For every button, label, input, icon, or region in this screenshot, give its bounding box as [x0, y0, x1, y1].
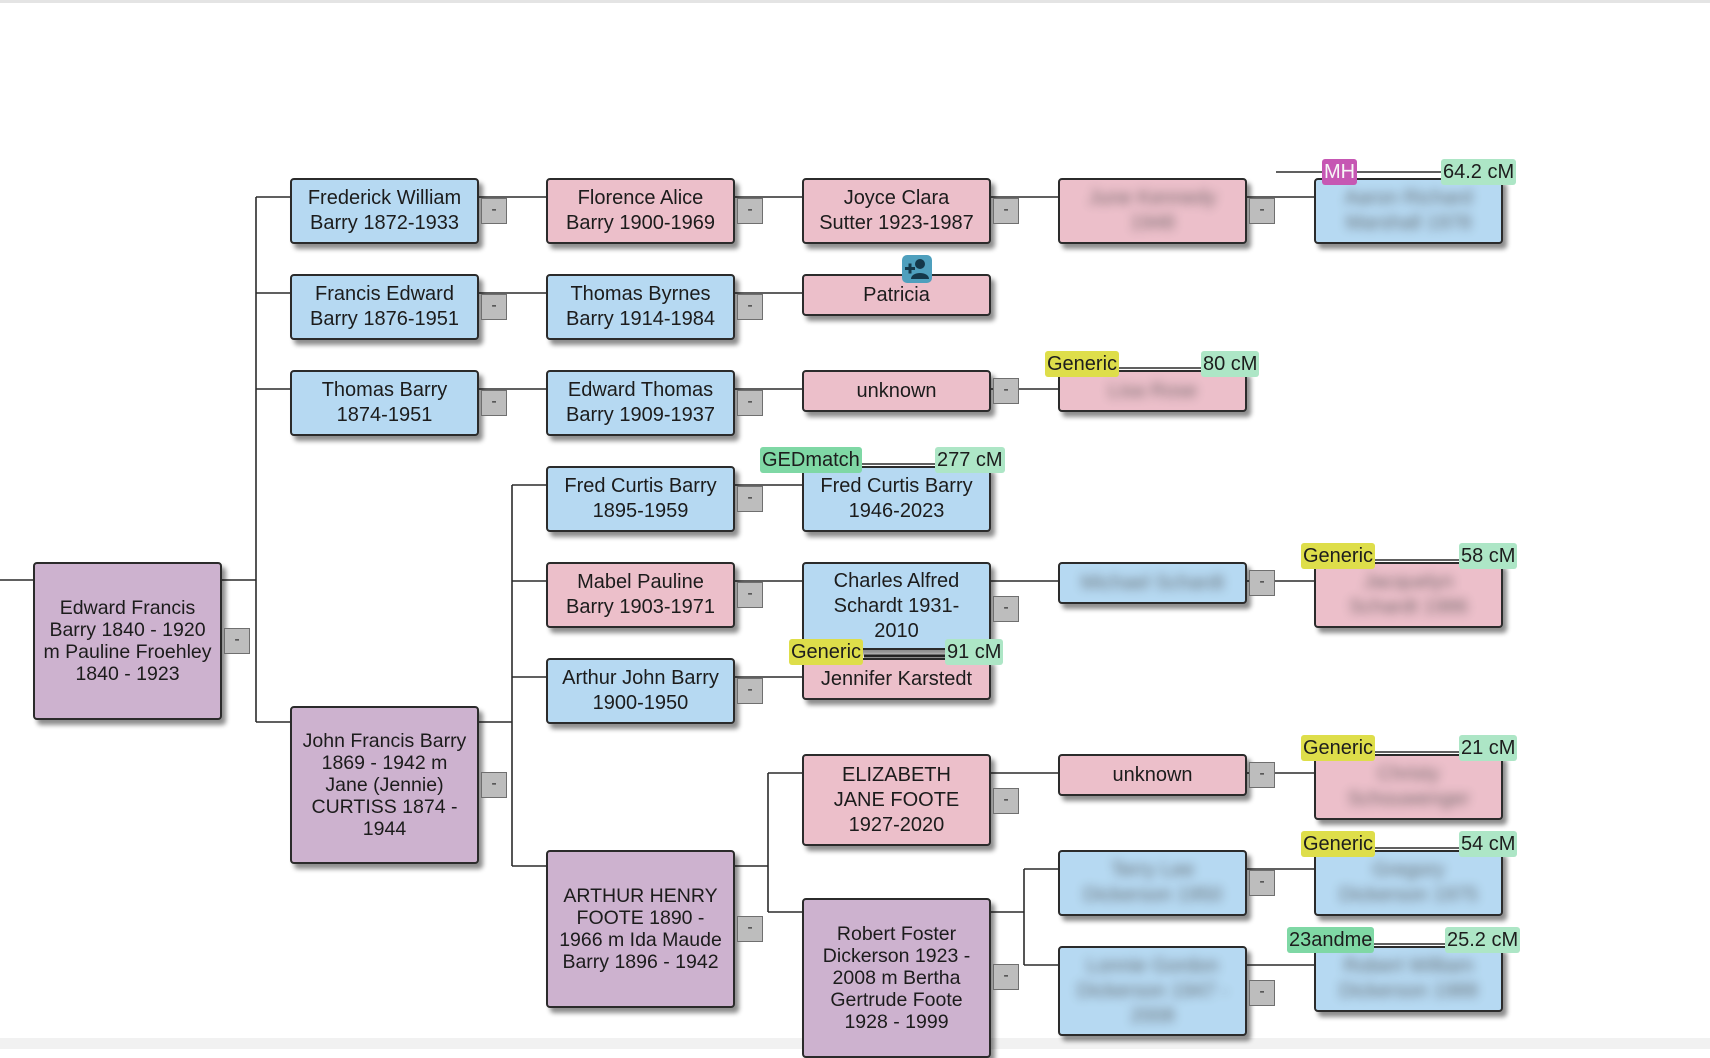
person-redacted-10[interactable]: Robert William Dickerson 1988: [1314, 946, 1503, 1012]
collapse-button-redacted-4[interactable]: -: [1249, 570, 1275, 596]
person-mabel-pauline-barry[interactable]: Mabel Pauline Barry 1903-1971: [546, 562, 735, 628]
collapse-button-florence[interactable]: -: [737, 198, 763, 224]
person-redacted-7[interactable]: Terry Lee Dickerson 1950: [1058, 850, 1247, 916]
person-robert-foster-dickerson[interactable]: Robert Foster Dickerson 1923 - 2008 m Be…: [802, 898, 991, 1058]
generic-source-badge: Generic: [1301, 543, 1376, 569]
person-fred-curtis-barry-1946[interactable]: Fred Curtis Barry 1946-2023: [802, 466, 991, 532]
cm-badge: 21 cM: [1459, 735, 1518, 761]
collapse-button-unknown-1[interactable]: -: [993, 378, 1019, 404]
cm-badge: 25.2 cM: [1445, 927, 1521, 953]
collapse-button-elizabeth[interactable]: -: [993, 788, 1019, 814]
collapse-button-thomas-byrnes[interactable]: -: [737, 294, 763, 320]
collapse-button-arthur-john[interactable]: -: [737, 678, 763, 704]
person-redacted-8[interactable]: Gregory Dickerson 1975: [1314, 850, 1503, 916]
generic-source-badge: Generic: [1045, 351, 1120, 377]
person-redacted-5[interactable]: Jacquelyn Schardt 1986: [1314, 562, 1503, 628]
person-thomas-barry[interactable]: Thomas Barry 1874-1951: [290, 370, 479, 436]
23andme-source-badge: 23andme: [1287, 927, 1375, 953]
cm-badge: 54 cM: [1459, 831, 1518, 857]
collapse-button-john-francis[interactable]: -: [481, 772, 507, 798]
collapse-button-fred-curtis-1895[interactable]: -: [737, 486, 763, 512]
cm-badge: 91 cM: [945, 639, 1004, 665]
collapse-button-edward-thomas[interactable]: -: [737, 390, 763, 416]
person-charles-alfred-schardt[interactable]: Charles Alfred Schardt 1931- 2010: [802, 562, 991, 650]
person-florence-alice-barry[interactable]: Florence Alice Barry 1900-1969: [546, 178, 735, 244]
cm-badge: 277 cM: [935, 447, 1005, 473]
collapse-button-robert-foster[interactable]: -: [993, 964, 1019, 990]
collapse-button-joyce[interactable]: -: [993, 198, 1019, 224]
person-unknown-2[interactable]: unknown: [1058, 754, 1247, 796]
collapse-button-frederick[interactable]: -: [481, 198, 507, 224]
person-redacted-2[interactable]: Aaron Richard Marshall 1978: [1314, 178, 1503, 244]
person-jennifer-karstedt[interactable]: Jennifer Karstedt: [802, 658, 991, 700]
person-patricia[interactable]: Patricia: [802, 274, 991, 316]
gedmatch-source-badge: GEDmatch: [760, 447, 862, 473]
generic-source-badge: Generic: [1301, 831, 1376, 857]
collapse-button-root[interactable]: -: [224, 628, 250, 654]
generic-source-badge: Generic: [789, 639, 864, 665]
top-divider: [0, 0, 1710, 3]
collapse-button-arthur-henry[interactable]: -: [737, 916, 763, 942]
person-joyce-clara-sutter[interactable]: Joyce Clara Sutter 1923-1987: [802, 178, 991, 244]
person-john-francis-barry[interactable]: John Francis Barry 1869 - 1942 m Jane (J…: [290, 706, 479, 864]
collapse-button-unknown-2[interactable]: -: [1249, 762, 1275, 788]
cm-badge: 80 cM: [1201, 351, 1260, 377]
cm-badge: 64.2 cM: [1441, 159, 1517, 185]
generic-source-badge: Generic: [1301, 735, 1376, 761]
collapse-button-charles[interactable]: -: [993, 596, 1019, 622]
cm-badge: 58 cM: [1459, 543, 1518, 569]
person-redacted-3[interactable]: Lisa Rose: [1058, 370, 1247, 412]
collapse-button-thomas[interactable]: -: [481, 390, 507, 416]
person-frederick-william-barry[interactable]: Frederick William Barry 1872-1933: [290, 178, 479, 244]
collapse-button-redacted-7[interactable]: -: [1249, 870, 1275, 896]
person-arthur-henry-foote[interactable]: ARTHUR HENRY FOOTE 1890 - 1966 m Ida Mau…: [546, 850, 735, 1008]
person-unknown-1[interactable]: unknown: [802, 370, 991, 412]
person-redacted-4[interactable]: Michael Schardt: [1058, 562, 1247, 604]
person-arthur-john-barry[interactable]: Arthur John Barry 1900-1950: [546, 658, 735, 724]
collapse-button-redacted-1[interactable]: -: [1249, 198, 1275, 224]
person-edward-thomas-barry[interactable]: Edward Thomas Barry 1909-1937: [546, 370, 735, 436]
collapse-button-redacted-9[interactable]: -: [1249, 980, 1275, 1006]
person-fred-curtis-barry-1895[interactable]: Fred Curtis Barry 1895-1959: [546, 466, 735, 532]
person-elizabeth-jane-foote[interactable]: ELIZABETH JANE FOOTE 1927-2020: [802, 754, 991, 846]
person-francis-edward-barry[interactable]: Francis Edward Barry 1876-1951: [290, 274, 479, 340]
collapse-button-mabel[interactable]: -: [737, 582, 763, 608]
person-redacted-1[interactable]: June Kennedy 1948: [1058, 178, 1247, 244]
person-thomas-byrnes-barry[interactable]: Thomas Byrnes Barry 1914-1984: [546, 274, 735, 340]
person-edward-francis-barry[interactable]: Edward Francis Barry 1840 - 1920 m Pauli…: [33, 562, 222, 720]
collapse-button-francis[interactable]: -: [481, 294, 507, 320]
mh-source-badge: MH: [1322, 159, 1358, 185]
person-redacted-6[interactable]: Christy Schouwenger: [1314, 754, 1503, 820]
person-redacted-9[interactable]: Lonnie Gordon Dickerson 1947 - 2008: [1058, 946, 1247, 1036]
add-person-icon[interactable]: [902, 255, 932, 283]
